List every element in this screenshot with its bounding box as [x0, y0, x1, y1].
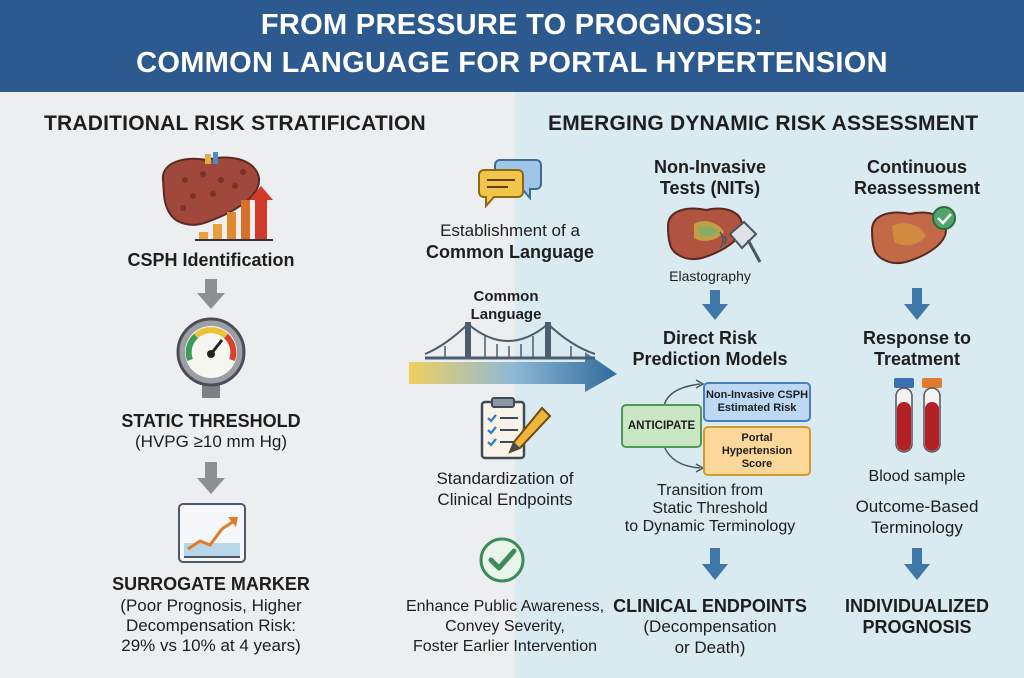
awareness-line-1: Enhance Public Awareness, — [405, 598, 605, 615]
nit-csph-risk-box: Non-Invasive CSPH Estimated Risk — [703, 382, 811, 422]
transition-line-3: to Dynamic Terminology — [624, 518, 796, 535]
continuous-title-line-1: Continuous — [867, 157, 967, 177]
common-language-line-1: Establishment of a — [440, 221, 580, 240]
outcome-line-2: Terminology — [871, 518, 963, 537]
liver-check-icon — [870, 206, 956, 264]
csph-identification-label: CSPH Identification — [127, 250, 295, 270]
surrogate-line-1: (Poor Prognosis, Higher — [120, 596, 302, 615]
transition-line-2: Static Threshold — [652, 500, 768, 517]
awareness-line-2: Convey Severity, — [445, 618, 565, 635]
surrogate-marker-title: SURROGATE MARKER — [112, 574, 310, 594]
down-arrow-blue-1 — [702, 290, 728, 320]
drpm-title-line-1: Direct Risk — [662, 328, 758, 348]
liver-elastography-icon — [666, 207, 762, 263]
continuous-title-line-2: Reassessment — [853, 178, 981, 198]
surrogate-line-2: Decompensation Risk: — [125, 616, 297, 635]
down-arrow-blue-2 — [702, 548, 728, 580]
portal-hypertension-score-box: Portal Hypertension Score — [703, 426, 811, 476]
down-arrow-blue-4 — [904, 548, 930, 580]
clipboard-checklist-icon — [480, 397, 552, 460]
chat-bubbles-icon — [478, 159, 542, 209]
blood-sample-label: Blood sample — [868, 468, 966, 485]
down-arrow-gray-1 — [197, 279, 225, 309]
nit-title-line-2: Tests (NITs) — [659, 178, 761, 198]
common-language-line-2: Common Language — [425, 242, 594, 262]
pressure-gauge-icon — [176, 317, 246, 398]
main-title-line-1: FROM PRESSURE TO PROGNOSIS: — [260, 9, 764, 41]
elastography-label: Elastography — [669, 268, 751, 284]
outcome-line-1: Outcome-Based — [855, 497, 979, 516]
response-title-line-1: Response to — [862, 328, 972, 348]
clinical-endpoints-line-1: (Decompensation — [643, 617, 777, 636]
phs-box-line-3: Score — [741, 457, 773, 470]
trend-chart-icon — [178, 503, 246, 563]
clinical-endpoints-line-2: or Death) — [674, 638, 746, 657]
nit-box-line-2: Estimated Risk — [717, 402, 797, 414]
phs-box-line-2: Hypertension — [721, 444, 793, 457]
bridge-arrow-icon — [409, 322, 617, 392]
bridge-label-line-1: Common — [473, 288, 539, 305]
emerging-section-title: EMERGING DYNAMIC RISK ASSESSMENT — [548, 112, 979, 135]
drpm-title-line-2: Prediction Models — [632, 349, 788, 369]
liver-chart-icon — [161, 152, 273, 241]
bridge-label-line-2: Language — [470, 306, 542, 323]
down-arrow-blue-3 — [904, 288, 930, 320]
checkmark-icon — [479, 537, 525, 583]
phs-box-line-1: Portal — [741, 431, 773, 444]
static-threshold-title: STATIC THRESHOLD — [121, 411, 301, 431]
nit-box-line-1: Non-Invasive CSPH — [705, 389, 809, 401]
down-arrow-gray-2 — [197, 462, 225, 494]
anticipate-model-box: ANTICIPATE — [621, 404, 702, 448]
individualized-line-2: PROGNOSIS — [862, 617, 972, 637]
response-title-line-2: Treatment — [873, 349, 961, 369]
static-threshold-hvpg: (HVPG ≥10 mm Hg) — [135, 432, 287, 451]
blood-tubes-icon — [894, 378, 942, 453]
clinical-endpoints-title: CLINICAL ENDPOINTS — [613, 596, 807, 616]
main-title-line-2: COMMON LANGUAGE FOR PORTAL HYPERTENSION — [136, 47, 888, 79]
surrogate-line-3: 29% vs 10% at 4 years) — [121, 636, 301, 655]
standardization-line-1: Standardization of — [436, 469, 574, 488]
awareness-line-3: Foster Earlier Intervention — [412, 638, 598, 655]
individualized-line-1: INDIVIDUALIZED — [845, 596, 989, 616]
standardization-line-2: Clinical Endpoints — [437, 490, 573, 509]
title-banner: FROM PRESSURE TO PROGNOSIS: COMMON LANGU… — [0, 0, 1024, 92]
transition-line-1: Transition from — [656, 482, 764, 499]
traditional-section-title: TRADITIONAL RISK STRATIFICATION — [44, 112, 426, 135]
nit-title-line-1: Non-Invasive — [653, 157, 767, 177]
